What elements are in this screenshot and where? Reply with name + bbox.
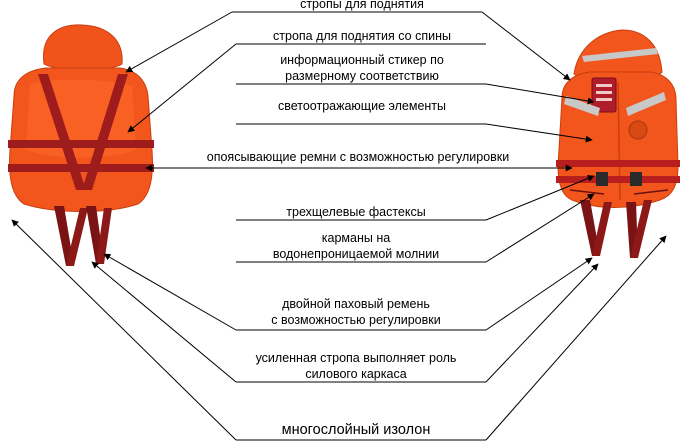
pointer-izolon-left [11,219,237,441]
vest-back-groin-strap-mid [66,208,88,266]
label-frame-strap-line2: силового каркаса [305,367,406,381]
vest-back-belt-upper [8,140,154,148]
label-groin-strap-line2: с возможностью регулировки [271,313,440,327]
vest-back-groin-strap-cross [96,208,112,264]
vest-front-info-sticker-text [596,84,612,87]
vest-front-info-sticker-text-3 [596,98,612,101]
vest-front-illustration [556,29,680,258]
pointer-lift-straps-right [481,11,571,81]
label-info-sticker-line2: размерному соответствию [285,69,439,83]
pointer-frame-strap-left [91,261,237,383]
pointer-izolon-right [485,235,667,441]
pointer-back-lift-strap [127,43,237,133]
vest-front-info-sticker-text-2 [596,91,612,94]
vest-front-belt-lower [556,176,680,183]
vest-front-belt-upper [556,160,680,167]
label-izolon: многослойный изолон [282,422,431,438]
label-reflective: светоотражающие элементы [278,99,446,113]
vest-front-reflective-chest-right [626,92,666,116]
label-lift-straps: стропы для поднятия [300,0,424,11]
vest-back-v-strap-left [38,74,86,190]
vest-back-collar [43,24,123,71]
pointer-reflective [485,123,593,143]
vest-front-reflective-chest-left [564,96,600,116]
pointer-pockets [485,193,595,263]
vest-front-buckle-left [596,172,608,186]
vest-back-v-strap-right [82,74,128,190]
vest-back-belt-lower [8,164,154,172]
vest-front-buckle-right [630,172,642,186]
pointer-buckles [485,175,595,221]
label-pockets-line1: карманы на [322,231,390,245]
pointer-lift-straps-left [125,11,233,73]
vest-front-groin-strap-left-cross [592,202,612,256]
vest-front-pocket-zipper-left [569,189,605,195]
label-buckles: трехщелевые фастексы [286,205,425,219]
vest-front-reflective-collar [582,48,658,62]
label-pockets-line2: водонепроницаемой молнии [273,247,439,261]
vest-front-groin-strap-right-cross [630,200,652,258]
vest-back-illustration [8,24,154,266]
label-info-sticker-line1: информационный стикер по [280,53,444,67]
vest-front-logo-badge [628,120,648,140]
callout-labels: стропы для поднятия стропа для поднятия … [207,0,510,438]
pointer-groin-strap-left [103,253,237,331]
label-groin-strap-line1: двойной паховый ремень [282,297,430,311]
pointer-info-sticker [485,83,595,105]
vest-front-pocket-zipper-right [633,189,669,195]
callout-lines [11,11,667,441]
vest-back-groin-strap-left [54,206,74,266]
label-back-lift-strap: стропа для поднятия со спины [273,29,451,43]
pointer-frame-strap-right [485,263,599,383]
pointer-groin-strap-right [485,257,593,331]
label-belts: опоясывающие ремни с возможностью регули… [207,150,510,164]
vest-front-groin-strap-left [580,200,600,256]
label-frame-strap-line1: усиленная стропа выполняет роль [256,351,457,365]
